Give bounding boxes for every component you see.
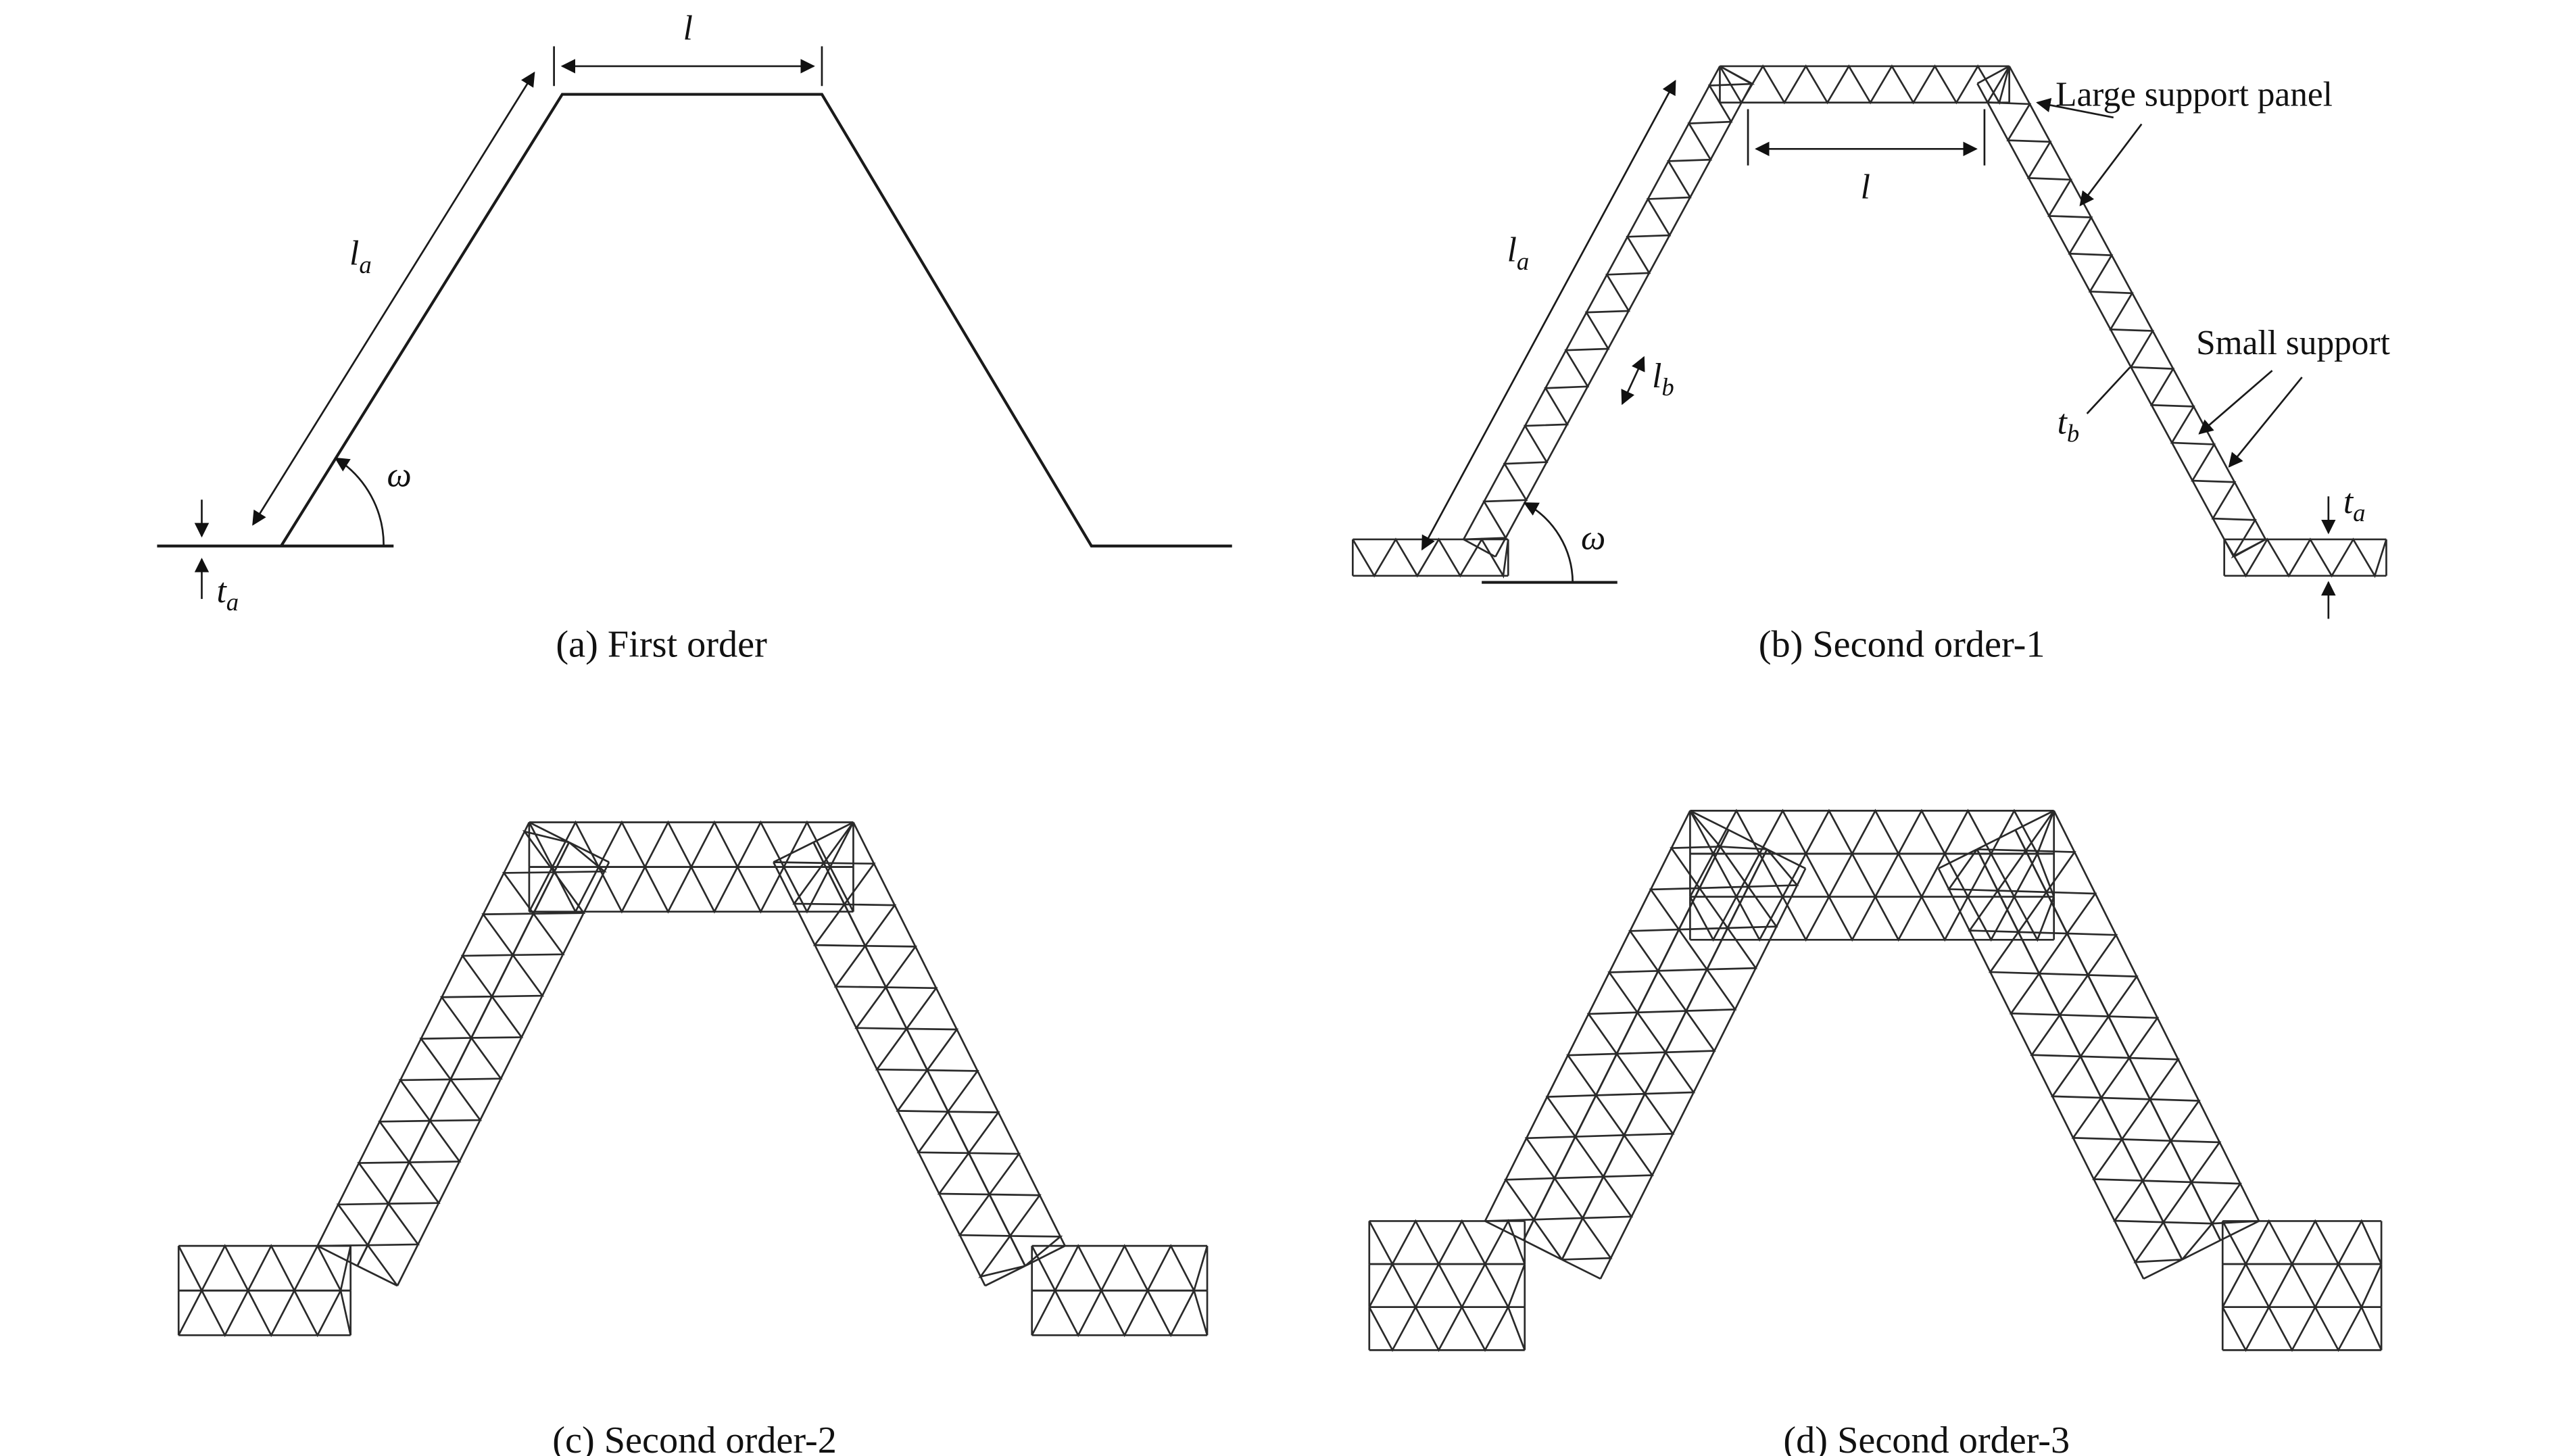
trapezoid-outline (157, 93, 1232, 548)
leader-small-support-2 (2228, 377, 2303, 468)
leader-large-support-2 (2036, 97, 2114, 119)
leader-large-support-1 (2079, 123, 2143, 207)
leader-tb (2086, 366, 2131, 414)
label-l: l (683, 9, 693, 48)
label-ta: ta (2343, 483, 2366, 527)
panel-d: (d) Second order-3 (1368, 808, 2383, 1456)
dimension-ticks-l (1747, 109, 1986, 166)
caption-a: (a) First order (556, 624, 767, 666)
label-omega: ω (1581, 519, 1605, 558)
truss-double-layer (177, 820, 1209, 1338)
label-la: la (349, 235, 372, 278)
angle-arc-omega (1523, 502, 1574, 583)
label-ta: ta (217, 572, 239, 616)
truss-single-layer (1351, 64, 2387, 579)
dimension-arrow-lb (1621, 356, 1645, 406)
label-omega: ω (387, 456, 412, 495)
dimension-arrow-la (252, 71, 535, 526)
label-lb: lb (1652, 357, 1674, 401)
label-large-support-panel: Large support panel (2055, 76, 2333, 114)
caption-c: (c) Second order-2 (552, 1419, 837, 1456)
label-l: l (1861, 168, 1870, 207)
leader-small-support-1 (2198, 370, 2273, 435)
label-small-support: Small support (2196, 324, 2390, 362)
caption-d: (d) Second order-3 (1783, 1419, 2070, 1456)
panel-a: l la ω ta (a) First order (157, 9, 1232, 666)
dimension-ticks-l (553, 46, 823, 87)
panel-c: (c) Second order-2 (177, 820, 1209, 1456)
truss-triple-layer (1368, 808, 2383, 1353)
dimension-arrow-la (1421, 80, 1676, 551)
panel-b: l la lb ω ta tb Large support panel Smal… (1351, 64, 2390, 666)
angle-arc-omega (334, 457, 385, 546)
caption-b: (b) Second order-1 (1759, 624, 2045, 666)
label-la: la (1507, 231, 1530, 275)
label-tb: tb (2058, 403, 2080, 447)
